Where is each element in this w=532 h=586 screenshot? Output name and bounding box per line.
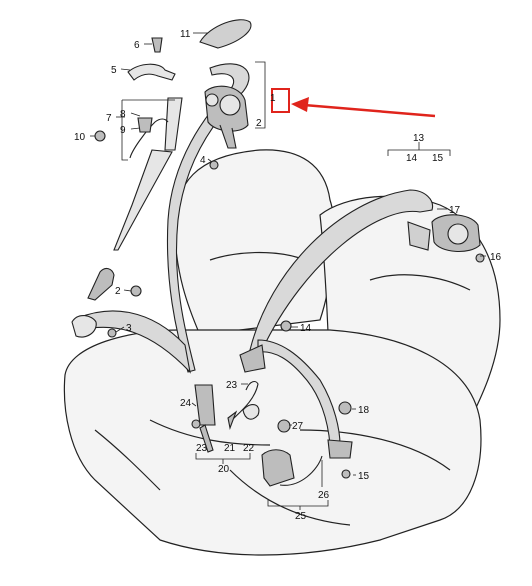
callout-8: 8: [120, 109, 126, 120]
highlight-box: [271, 88, 290, 113]
callout-18: 18: [358, 405, 370, 416]
callout-15-group: 15: [432, 153, 444, 164]
callout-7: 7: [106, 113, 112, 124]
highlight-marker: [271, 88, 436, 118]
callout-1: 1: [270, 93, 276, 104]
callout-5: 5: [111, 65, 117, 76]
callout-labels: 11 6 5 1 2 7 8 9 10 4 13 14 15 17 16 2 3…: [74, 29, 502, 522]
callout-26: 26: [318, 490, 330, 501]
callout-2-lower: 2: [115, 286, 121, 297]
left-seat-belt: [71, 19, 252, 453]
callout-14: 14: [300, 323, 312, 334]
rear-bench-seat: [63, 149, 501, 556]
callout-23-upper: 23: [226, 380, 238, 391]
callout-9: 9: [120, 125, 126, 136]
callout-13: 13: [413, 133, 425, 144]
highlight-arrow-head: [291, 97, 309, 112]
callout-22: 22: [243, 443, 255, 454]
callout-20: 20: [218, 464, 230, 475]
callout-23-lower: 23: [196, 443, 208, 454]
callout-16: 16: [490, 252, 502, 263]
callout-6: 6: [134, 40, 140, 51]
callout-4: 4: [200, 155, 206, 166]
leader-lines: [90, 32, 486, 510]
callout-17: 17: [449, 205, 461, 216]
callout-3: 3: [126, 323, 132, 334]
callout-14-group: 14: [406, 153, 418, 164]
callout-27: 27: [292, 421, 304, 432]
callout-24: 24: [180, 398, 192, 409]
callout-25: 25: [295, 511, 307, 522]
callout-2: 2: [256, 118, 262, 129]
callout-21: 21: [224, 443, 236, 454]
highlight-arrow-shaft: [303, 103, 436, 118]
callout-10: 10: [74, 132, 86, 143]
callout-15: 15: [358, 471, 370, 482]
callout-11: 11: [180, 29, 191, 40]
right-seat-belt: [191, 189, 485, 487]
